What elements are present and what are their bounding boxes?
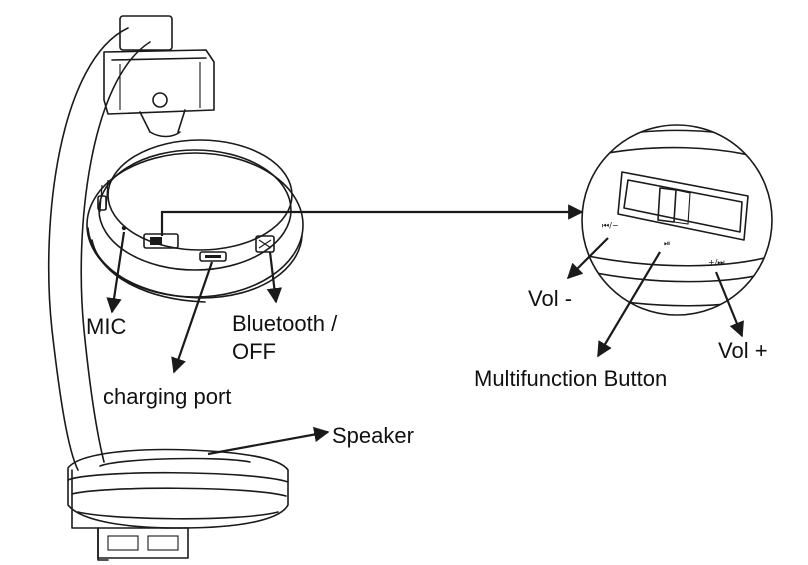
charging-port-label: charging port xyxy=(103,384,231,409)
play-button-mark: ⏯ xyxy=(664,239,670,248)
vol-plus-label: Vol + xyxy=(718,338,768,363)
bluetooth-label-line2: OFF xyxy=(232,339,276,364)
next-button-mark: +/⏭ xyxy=(708,258,725,267)
headphone-illustration xyxy=(49,16,303,560)
speaker-arrow xyxy=(208,432,328,454)
vol-minus-label: Vol - xyxy=(528,286,572,311)
multifunction-label: Multifunction Button xyxy=(474,366,667,391)
zoom-connector-arrow xyxy=(162,212,582,236)
charging-port-arrow xyxy=(174,262,212,372)
bluetooth-label-line1: Bluetooth / xyxy=(232,311,338,336)
top-hinge xyxy=(104,16,214,137)
upper-ear-cup xyxy=(87,140,303,302)
lower-ear-cup xyxy=(68,450,288,560)
speaker-label: Speaker xyxy=(332,423,414,448)
prev-button-mark: ⏮/− xyxy=(602,221,619,230)
button-zoom-view: ⏮/− ⏯ +/⏭ xyxy=(560,125,790,315)
mic-label: MIC xyxy=(86,314,126,339)
